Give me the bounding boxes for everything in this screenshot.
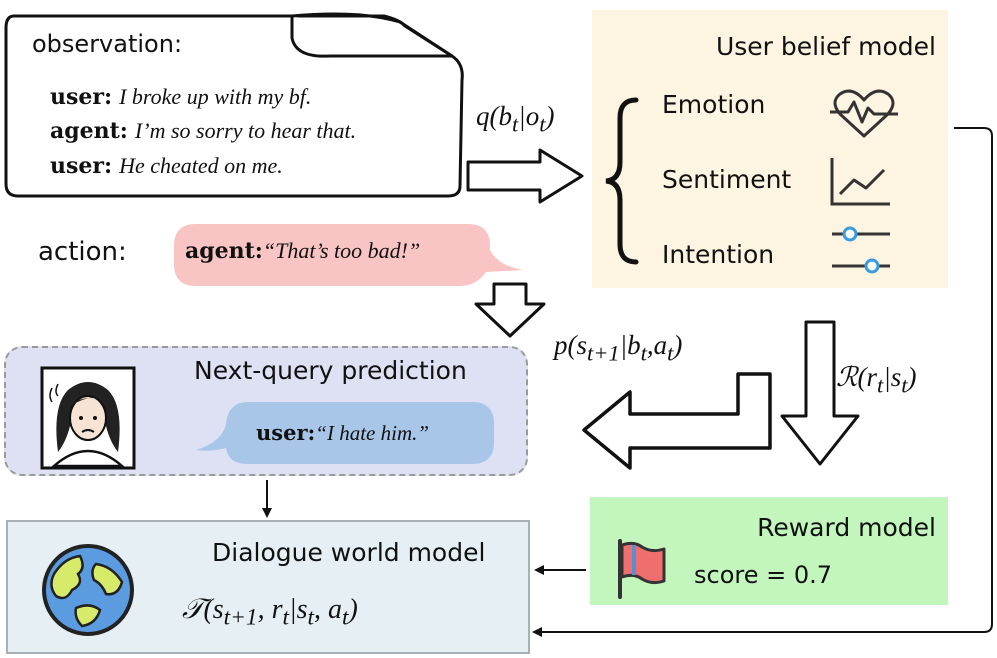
action-utterance: agent:“That’s too bad!” [185, 238, 420, 264]
world-formula-text: 𝒯(s [182, 594, 224, 625]
sliders-icon [832, 226, 890, 274]
reward-panel: Reward model score = 0.7 [590, 497, 948, 605]
belief-title: User belief model [715, 32, 936, 61]
user-avatar [40, 366, 136, 470]
user-speech-bubble [196, 402, 494, 464]
observation-note [4, 12, 464, 198]
speaker: user: [50, 153, 113, 179]
curly-brace [605, 97, 639, 265]
utterance: I’m so sorry to hear that. [134, 118, 357, 143]
next-query-panel: Next-query prediction user:“I hate him.” [4, 346, 528, 476]
utterance: “That’s too bad!” [262, 238, 421, 263]
reward-title: Reward model [757, 513, 936, 542]
next-query-title: Next-query prediction [194, 356, 467, 385]
observation-line-3: user: He cheated on me. [50, 153, 283, 179]
emotion-label: Emotion [662, 90, 766, 119]
flag-icon [618, 539, 666, 599]
r-reward-formula: ℛ(rt|st) [836, 362, 917, 398]
utterance: I broke up with my bf. [119, 84, 312, 109]
action-to-nextquery-arrow [474, 282, 546, 338]
belief-to-world-connector [532, 127, 993, 637]
observation-to-belief-arrow [466, 148, 584, 204]
line-chart-icon [830, 158, 890, 206]
p-formula-text: p(s [554, 330, 587, 360]
transition-to-nextquery-arrow [582, 372, 772, 470]
observation-label: observation: [32, 30, 183, 58]
speaker: user: [50, 84, 113, 110]
globe-icon [42, 544, 134, 636]
reward-score: score = 0.7 [694, 561, 833, 589]
observation-line-1: user: I broke up with my bf. [50, 84, 311, 110]
next-query-utterance: user:“I hate him.” [256, 420, 429, 446]
observation-line-2: agent: I’m so sorry to hear that. [50, 118, 356, 144]
world-model-title: Dialogue world model [212, 538, 486, 567]
world-model-formula: 𝒯(st+1, rt|st, at) [182, 594, 358, 631]
world-model-panel: Dialogue world model 𝒯(st+1, rt|st, at) [6, 520, 530, 654]
utterance: “I hate him.” [315, 421, 430, 445]
utterance: He cheated on me. [119, 153, 283, 178]
speaker: agent: [185, 238, 263, 264]
speaker: user: [256, 420, 316, 445]
sentiment-label: Sentiment [662, 165, 792, 194]
action-label: action: [38, 237, 127, 267]
heartbeat-icon [830, 89, 898, 138]
r-formula-text: ℛ(r [836, 362, 878, 392]
belief-to-reward-arrow [780, 320, 860, 466]
q-formula-text: q(b [476, 101, 512, 131]
user-belief-panel: User belief model Emotion Sentiment Inte… [592, 10, 948, 288]
agent-speech-bubble [174, 224, 524, 286]
p-transition-formula: p(st+1|bt,at) [554, 330, 683, 366]
intention-label: Intention [662, 240, 775, 269]
speaker: agent: [50, 118, 128, 144]
q-belief-formula: q(bt|ot) [476, 101, 555, 137]
